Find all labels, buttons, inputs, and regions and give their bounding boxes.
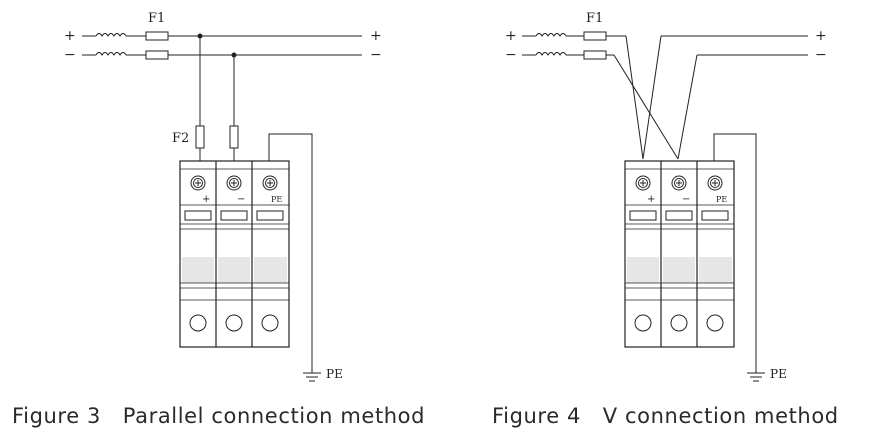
figure4-caption-number: Figure 4 xyxy=(492,404,581,428)
fig3-branch-wires xyxy=(195,36,313,373)
fig4-spd-module xyxy=(624,160,735,348)
fig3-pole-plus-label: + xyxy=(202,194,210,205)
fig4-fuse-f1-label: F1 xyxy=(586,11,603,26)
figure3-caption: Figure 3 Parallel connection method xyxy=(12,404,425,428)
figure4-caption: Figure 4 V connection method xyxy=(492,404,839,428)
fig3-negative-line xyxy=(82,50,362,60)
fig3-positive-line xyxy=(82,31,362,41)
figure3-caption-number: Figure 3 xyxy=(12,404,101,428)
figure3-diagram: + − F1 + − xyxy=(64,11,382,382)
fig4-plus-out-label: + xyxy=(815,28,827,44)
fig4-minus-out-label: − xyxy=(815,47,827,63)
fig3-pole-pe-label: PE xyxy=(271,195,282,204)
fig3-ground-icon xyxy=(302,372,322,382)
figure3-caption-text: Parallel connection method xyxy=(122,404,426,428)
fig4-pole-pe-label: PE xyxy=(716,195,727,204)
fig4-ground-icon xyxy=(746,372,766,382)
fig4-input-lines xyxy=(522,31,808,373)
fig3-pole-minus-label: − xyxy=(237,194,245,205)
fig4-ground-label: PE xyxy=(770,367,787,381)
wiring-diagrams: + − F1 + − xyxy=(64,11,827,382)
fig4-pole-plus-label: + xyxy=(647,194,655,205)
fig3-minus-out-label: − xyxy=(370,47,382,63)
fig3-ground-label: PE xyxy=(326,367,343,381)
fig4-plus-in-label: + xyxy=(505,28,517,44)
figure4-diagram: + − F1 + − xyxy=(505,11,827,382)
fig3-fuse-f1-label: F1 xyxy=(148,11,165,26)
fig3-plus-in-label: + xyxy=(64,28,76,44)
fig3-spd-module xyxy=(179,160,290,348)
fig3-plus-out-label: + xyxy=(370,28,382,44)
fig4-minus-in-label: − xyxy=(505,47,517,63)
fig4-pole-minus-label: − xyxy=(682,194,690,205)
fig3-minus-in-label: − xyxy=(64,47,76,63)
figure4-caption-text: V connection method xyxy=(602,404,839,428)
fig3-fuse-f2-label: F2 xyxy=(172,131,189,146)
